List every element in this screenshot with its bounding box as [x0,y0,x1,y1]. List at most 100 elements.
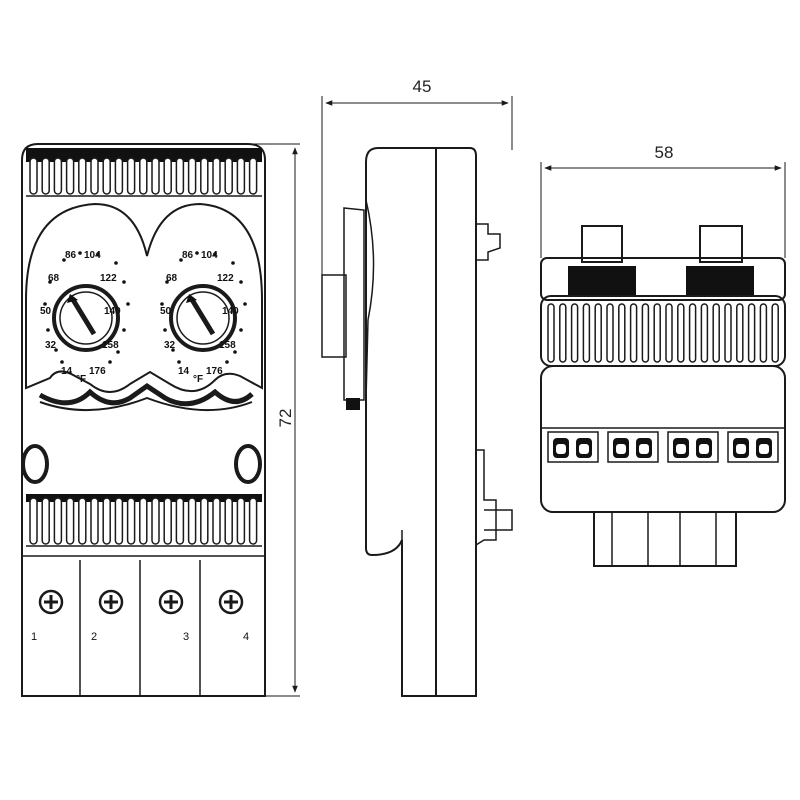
vent-fin [65,497,75,545]
vent-fin [594,303,602,363]
width-dimension-label: 58 [655,143,674,162]
front-view [21,143,266,697]
right-dial-inner-ring [176,291,230,345]
vent-fin [224,497,233,545]
right-dial-label-14: 14 [178,366,190,377]
side-knob-stem [343,207,365,401]
vent-fin [736,303,744,363]
side-clip-bottom [346,398,360,410]
vent-fin [248,157,258,195]
vent-fin [665,303,673,363]
vent-fin [139,157,148,195]
left-dial-label-158: 158 [102,340,119,351]
bottom-top-band [540,257,786,301]
right-dial-label-158: 158 [219,340,236,351]
terminal-screws [38,589,244,615]
right-dial-label-176: 176 [206,366,223,377]
right-dial-labels: 86 104 68 122 50 140 32 158 14 176 °F [160,250,239,385]
terminal-label-2: 2 [91,631,97,643]
left-dial-pointer [69,296,97,336]
bottom-view-fins [547,303,779,363]
side-housing-outline [365,147,477,697]
width-dimension [540,162,786,258]
vent-fin [53,497,63,545]
right-dial-arrow-icon [186,294,197,303]
vent-fin [236,497,246,545]
right-mounting-hole [234,444,262,484]
vent-fin [102,157,111,195]
vent-fin [53,157,63,195]
left-dial-label-104: 104 [84,250,101,261]
vent-fin [126,157,136,195]
vent-fin [248,497,258,545]
vent-fin [618,303,626,363]
side-knob-recess [365,199,375,401]
vent-fin [90,497,99,545]
right-dial-outer-ring [169,284,237,352]
left-dial-label-68: 68 [48,273,60,284]
vent-fin [41,497,50,545]
dial-panel-inner-curve [38,382,254,407]
screw-icon [38,589,64,615]
left-dial-label-50: 50 [40,306,52,317]
vent-fin [90,157,99,195]
left-dial-inner-ring [59,291,113,345]
bottom-top-knob-left [581,225,623,263]
vent-fin [102,497,111,545]
vent-fin [151,157,160,195]
height-dimension [250,143,300,697]
screw-icon [218,589,244,615]
vent-fin [187,497,197,545]
vent-fin [126,497,136,545]
vent-fin [175,157,185,195]
left-dial-unit: °F [76,374,86,385]
vent-fin [114,497,124,545]
din-rail-clip-slider [484,509,513,531]
left-dial-label-14: 14 [61,366,73,377]
vent-fin [700,303,709,363]
vent-fin [151,497,160,545]
din-rail-clip-bottom [475,449,497,546]
depth-dimension [321,96,513,275]
left-dial-label-176: 176 [89,366,106,377]
top-vent-fins [29,157,258,195]
side-view [321,147,513,697]
left-dial[interactable] [52,284,120,352]
right-dial-label-50: 50 [160,306,172,317]
vent-fin [114,157,124,195]
left-mounting-hole [21,444,49,484]
vent-fin [629,303,638,363]
vent-fin [547,303,555,363]
vent-fin [570,303,579,363]
right-dial-label-122: 122 [217,273,234,284]
right-dial-label-104: 104 [201,250,218,261]
bottom-vent-fins [29,497,258,545]
right-dial-unit: °F [193,374,203,385]
side-knob-cap [321,274,347,358]
vent-fin [724,303,732,363]
height-dimension-label: 72 [276,409,295,428]
vent-fin [688,303,697,363]
vent-fin [677,303,685,363]
vent-fin [759,303,768,363]
vent-fin [78,497,87,545]
vent-fin [747,303,756,363]
vent-fin [712,303,720,363]
depth-dimension-label: 45 [413,77,432,96]
vent-fin [559,303,567,363]
vent-fin [236,157,246,195]
screw-icon [158,589,184,615]
vent-fin [606,303,614,363]
vent-fin [41,157,50,195]
right-dial-label-86: 86 [182,250,194,261]
bottom-din-clip [593,511,737,567]
right-dial-label-68: 68 [166,273,178,284]
terminal-block [667,431,719,463]
left-dial-label-86: 86 [65,250,77,261]
right-dial[interactable] [169,284,237,352]
terminal-label-1: 1 [31,631,37,643]
vent-fin [200,157,209,195]
terminal-block [547,431,599,463]
vent-fin [187,157,197,195]
